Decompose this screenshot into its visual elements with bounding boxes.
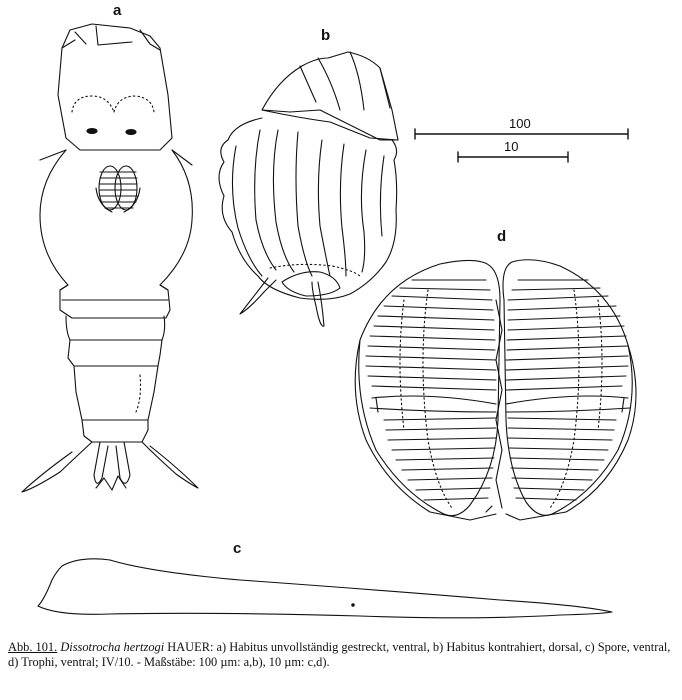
scale-bars: [415, 129, 628, 162]
caption-text: HAUER: a) Habitus unvollständig gestreck…: [8, 640, 671, 669]
scale-bar-100: [415, 129, 628, 139]
panel-label-a: a: [113, 2, 122, 19]
drawing-a-habitus: [22, 24, 198, 492]
drawing-c-spore: [38, 559, 612, 618]
figure-plate: a b d c 100 10: [0, 0, 682, 630]
panel-label-b: b: [321, 27, 331, 44]
scale-label-100: 100: [509, 116, 531, 131]
panel-label-c: c: [233, 540, 242, 557]
figure-caption: Abb. 101. Dissotrocha hertzogi HAUER: a)…: [8, 640, 674, 670]
panel-label-d: d: [497, 228, 507, 245]
caption-species-name: Dissotrocha hertzogi: [60, 640, 165, 654]
drawing-b-habitus: [219, 52, 398, 326]
caption-figure-number: Abb. 101.: [8, 640, 58, 654]
scale-bar-10: [458, 152, 568, 162]
scale-label-10: 10: [504, 139, 519, 154]
drawing-canvas: [0, 0, 682, 630]
drawing-d-trophi: [355, 260, 636, 520]
